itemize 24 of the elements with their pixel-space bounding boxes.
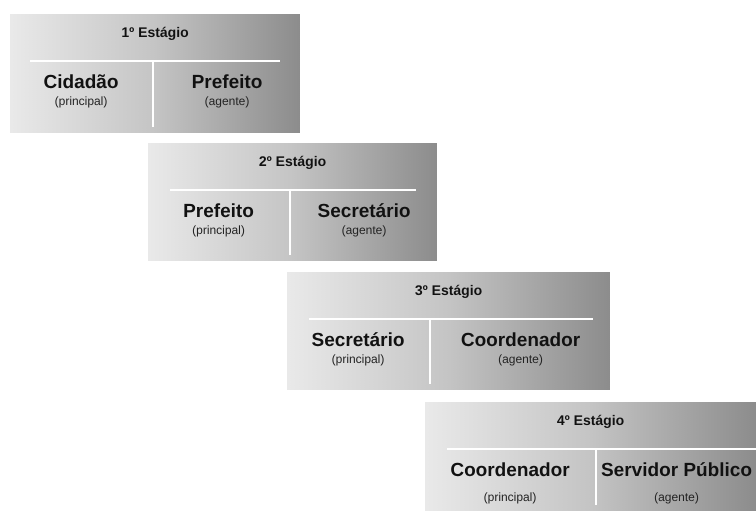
role-name: Secretário xyxy=(318,201,410,223)
role-type: (principal) xyxy=(332,352,384,366)
role-type: (agente) xyxy=(204,94,250,108)
role-type: (principal) xyxy=(484,490,536,504)
stage-title: 3º Estágio xyxy=(414,282,484,298)
role-type: (principal) xyxy=(192,223,245,237)
stage-panel xyxy=(10,14,300,133)
role-type: (principal) xyxy=(54,94,108,108)
stage-title: 4º Estágio xyxy=(556,412,626,428)
role-name: Secretário xyxy=(312,330,404,352)
role-type: (agente) xyxy=(498,352,543,366)
stage-title: 1º Estágio xyxy=(120,24,190,40)
role-name: Prefeito xyxy=(192,72,262,94)
role-name: Cidadão xyxy=(44,72,118,94)
stage-panel xyxy=(148,143,437,261)
role-name: Coordenador xyxy=(450,460,570,482)
stage-panel xyxy=(287,272,610,390)
role-type: (agente) xyxy=(654,490,699,504)
role-name: Servidor Público xyxy=(601,460,752,482)
role-type: (agente) xyxy=(342,223,386,237)
role-name: Prefeito xyxy=(183,201,254,223)
stage-title: 2º Estágio xyxy=(258,153,328,169)
role-name: Coordenador xyxy=(460,330,580,352)
stage-panel xyxy=(425,402,756,511)
